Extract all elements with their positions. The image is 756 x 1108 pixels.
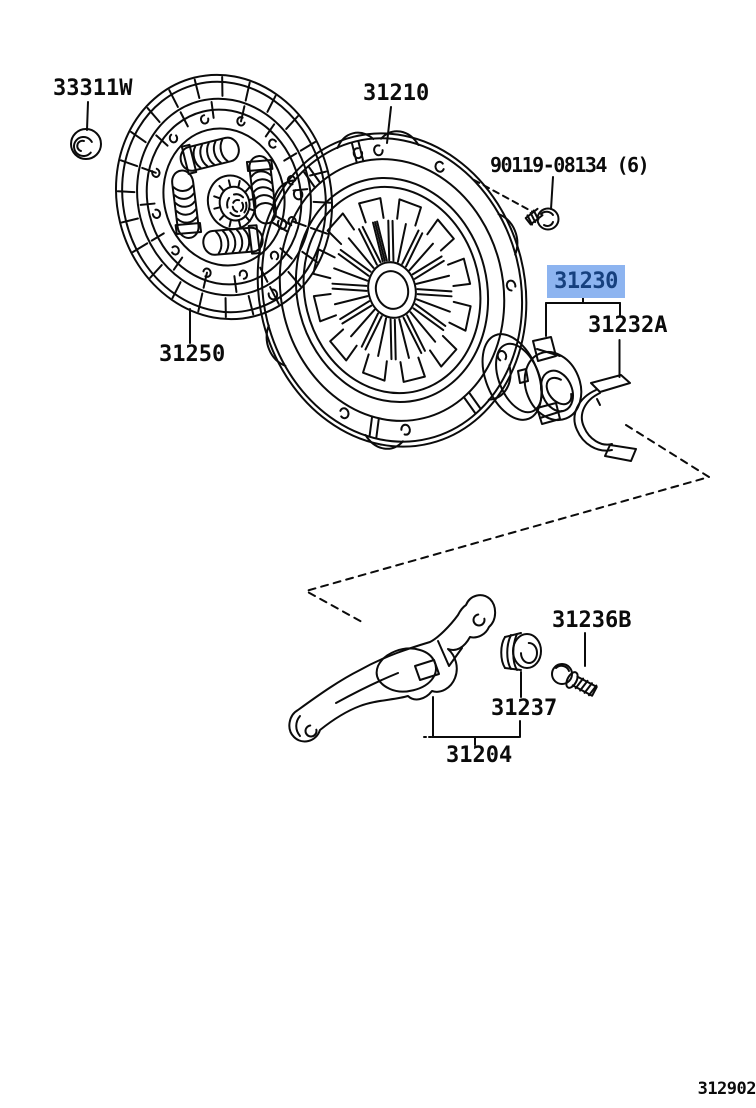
part-label-31237[interactable]: 31237 [491,696,558,721]
part-label-33311w[interactable]: 33311W [53,76,133,101]
part-label-31204[interactable]: 31204 [446,743,513,768]
bearing-clip-drawing [574,375,636,461]
part-label-31250[interactable]: 31250 [159,342,226,367]
part-label-31230-highlighted[interactable]: 31230 [547,265,625,298]
diagram-code: 312902 [697,1079,756,1099]
release-fork-drawing [289,595,495,741]
flywheel-bolt-drawing [525,208,558,229]
pivot-support-drawing [501,633,541,670]
part-label-31210[interactable]: 31210 [363,81,430,106]
part-label-31232a[interactable]: 31232A [588,313,668,338]
part-label-31236b[interactable]: 31236B [552,608,632,633]
release-bearing-drawing [471,326,591,429]
leader-lines [87,102,620,745]
part-label-90119-08134[interactable]: 90119-08134 (6) [490,153,650,177]
clutch-disc-drawing [90,52,357,342]
fork-bolt-drawing [552,664,597,697]
assembly-dashed-line [306,425,709,622]
grommet-drawing [70,129,101,160]
clutch-cover-drawing [220,127,563,453]
